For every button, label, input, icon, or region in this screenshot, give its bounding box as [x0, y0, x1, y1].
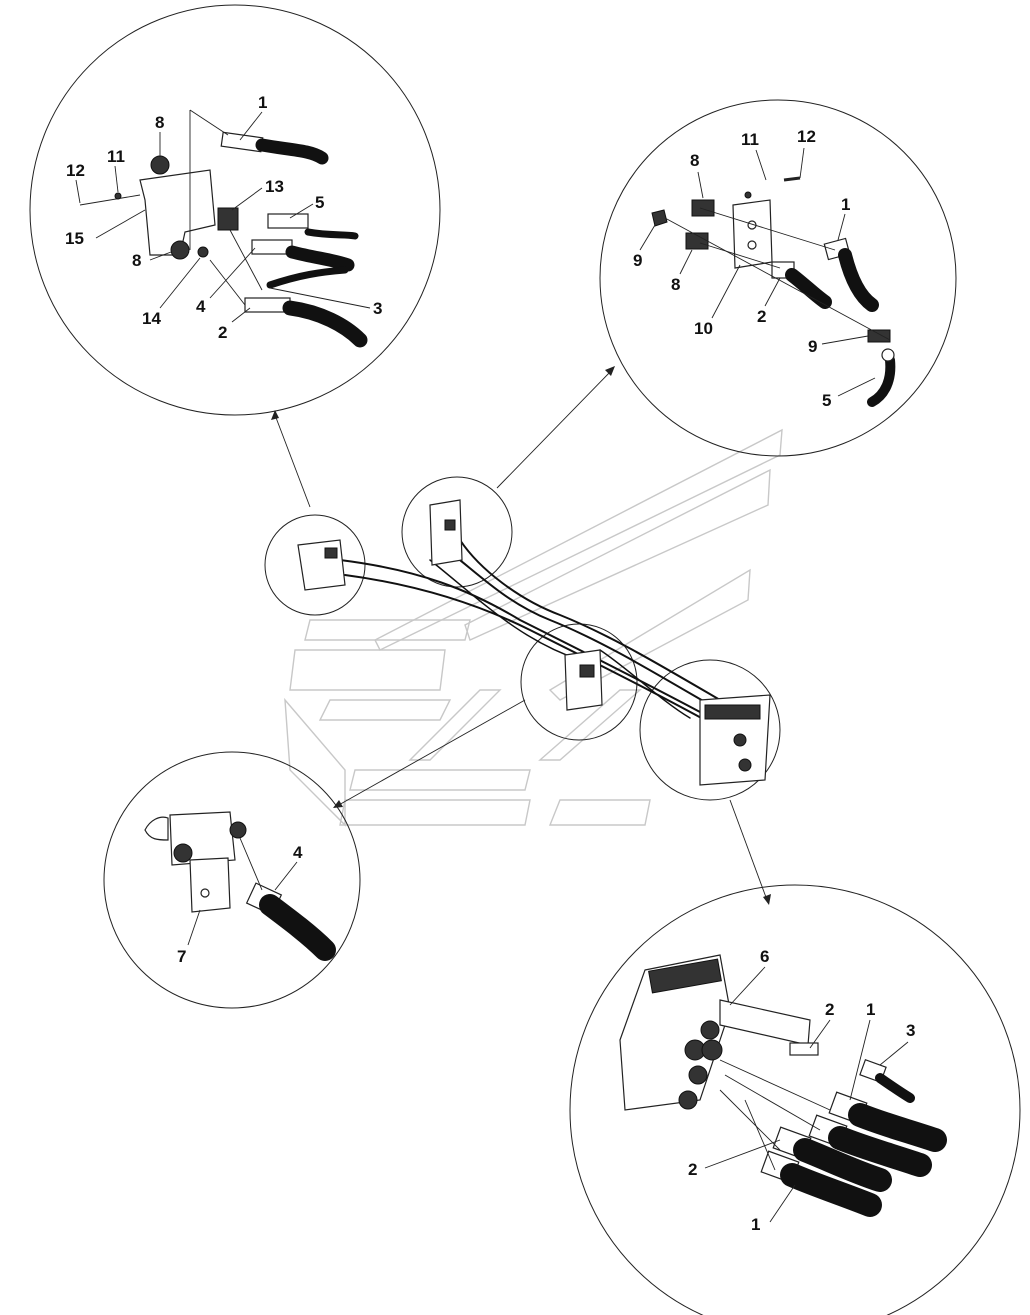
- callout-8: 8: [690, 151, 699, 170]
- callout-7: 7: [177, 947, 186, 966]
- detail-bottom-right: 6 2 1 3 2 1: [569, 884, 1021, 1315]
- main-assembly: [264, 476, 781, 801]
- callout-2: 2: [218, 323, 227, 342]
- callout-1: 1: [866, 1000, 875, 1019]
- callout-4: 4: [196, 297, 206, 316]
- callout-9: 9: [633, 251, 642, 270]
- callout-5: 5: [315, 193, 324, 212]
- callout-8b: 8: [671, 275, 680, 294]
- callout-2: 2: [825, 1000, 834, 1019]
- callout-12: 12: [797, 127, 816, 146]
- detail-circle-a: [264, 514, 366, 616]
- detail-arrows: [271, 366, 771, 905]
- callout-5: 5: [822, 391, 831, 410]
- callout-11: 11: [107, 147, 125, 166]
- callout-1: 1: [258, 93, 267, 112]
- callout-13: 13: [265, 177, 284, 196]
- callout-3: 3: [373, 299, 382, 318]
- callout-8: 8: [155, 113, 164, 132]
- callout-15: 15: [65, 229, 84, 248]
- callout-1b: 1: [751, 1215, 760, 1234]
- callout-10: 10: [694, 319, 713, 338]
- callout-2: 2: [757, 307, 766, 326]
- callout-3: 3: [906, 1021, 915, 1040]
- callout-14: 14: [142, 309, 161, 328]
- callout-4: 4: [293, 843, 303, 862]
- callout-11: 11: [741, 130, 759, 149]
- fitting-8-upper: [691, 199, 715, 217]
- watermark-logo: [284, 428, 783, 827]
- detail-bottom-left: 4 7: [103, 751, 361, 1009]
- callout-6: 6: [760, 947, 769, 966]
- detail-top-left: 1 8 11 12 13 5 15 8 14 4 3 2: [29, 4, 441, 416]
- callout-1: 1: [841, 195, 850, 214]
- detail-top-right: 11 12 8 1 9 8 2 10 9 5: [599, 99, 957, 457]
- callout-12: 12: [66, 161, 85, 180]
- detail-circle-b: [401, 476, 513, 588]
- fitting-8-top: [150, 155, 170, 175]
- fitting-8-bottom: [170, 240, 190, 260]
- callout-8b: 8: [132, 251, 141, 270]
- detail-circle-d: [639, 659, 781, 801]
- callout-9b: 9: [808, 337, 817, 356]
- callout-2b: 2: [688, 1160, 697, 1179]
